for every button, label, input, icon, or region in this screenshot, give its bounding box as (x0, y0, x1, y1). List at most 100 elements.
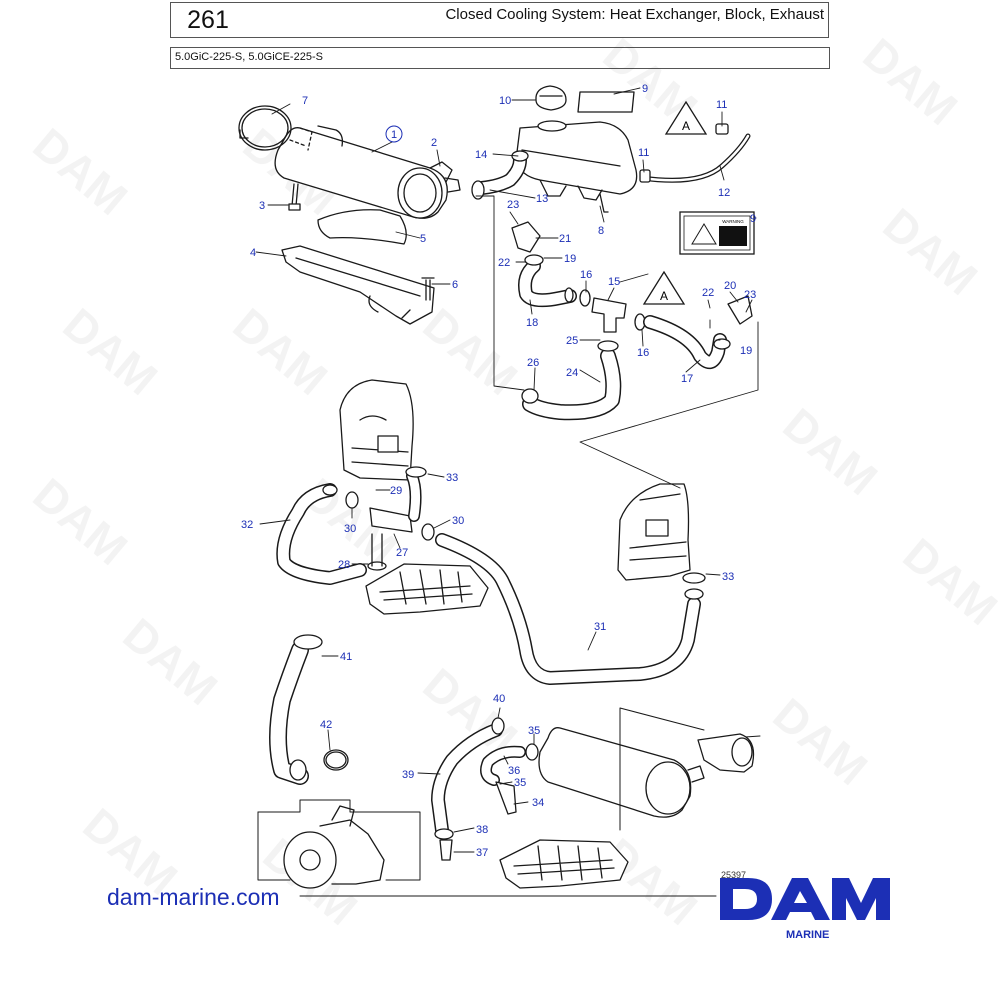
callout-34: 34 (532, 797, 544, 809)
callout-26: 26 (527, 357, 539, 369)
callout-30a: 30 (344, 523, 356, 535)
callout-33a: 33 (446, 472, 458, 484)
callout-38: 38 (476, 824, 488, 836)
warning-label: WARNING (679, 211, 755, 255)
bracket (281, 245, 435, 325)
callout-labels: 7 2 3 4 5 6 10 9 11 11 12 9 8 14 13 23 2… (241, 83, 756, 859)
page-number: 261 (187, 6, 229, 34)
callout-35a: 35 (528, 725, 540, 737)
website-link[interactable]: dam-marine.com (107, 884, 280, 910)
brand-sub: MARINE (786, 929, 830, 941)
exhaust-muffler (538, 727, 705, 818)
callout-13: 13 (536, 193, 548, 205)
callout-16a: 16 (580, 269, 592, 281)
callout-30b: 30 (452, 515, 464, 527)
callout-37: 37 (476, 847, 488, 859)
heat-exchanger (274, 125, 461, 219)
callout-2: 2 (431, 137, 437, 149)
clamp-ring (238, 105, 292, 151)
drawing-id: 25397 (721, 870, 747, 880)
hose-41 (269, 634, 323, 785)
callout-7: 7 (302, 95, 308, 107)
exhaust-manifold-right (617, 483, 691, 581)
clamp-42 (323, 749, 349, 771)
expansion-tank (515, 120, 638, 213)
svg-text:WARNING: WARNING (722, 219, 744, 224)
callout-29: 29 (390, 485, 402, 497)
callout-14: 14 (475, 149, 487, 161)
sticker-9 (577, 91, 635, 113)
callout-24: 24 (566, 367, 578, 379)
callout-11a: 11 (716, 99, 727, 111)
callout-28: 28 (338, 559, 350, 571)
callout-21: 21 (559, 233, 571, 245)
callout-39: 39 (402, 769, 414, 781)
engine-block-bottom (499, 839, 629, 889)
callout-33b: 33 (722, 571, 734, 583)
callout-16b: 16 (637, 347, 649, 359)
callout-22b: 22 (702, 287, 714, 299)
bolt-6 (421, 277, 435, 301)
exhaust-manifold-left (339, 379, 414, 481)
page-title: Closed Cooling System: Heat Exchanger, B… (445, 6, 824, 23)
callout-23b: 23 (744, 289, 756, 301)
marker-triangle-a2: A (642, 270, 686, 305)
frame-line-pump (257, 799, 421, 881)
callout-25: 25 (566, 335, 578, 347)
svg-text:DAM: DAM (764, 688, 878, 795)
callout-11b: 11 (638, 147, 649, 159)
callout-42: 42 (320, 719, 332, 731)
pressure-cap (535, 85, 567, 111)
hose-39 (431, 723, 503, 837)
fitting-27 (369, 507, 413, 533)
callout-36: 36 (508, 765, 520, 777)
callout-22a: 22 (498, 257, 510, 269)
callout-12: 12 (718, 187, 730, 199)
strap (317, 209, 407, 245)
callout-31: 31 (594, 621, 606, 633)
callout-19a: 19 (564, 253, 576, 265)
callout-23a: 23 (507, 199, 519, 211)
svg-text:DAM: DAM (414, 298, 528, 405)
callout-6: 6 (452, 279, 458, 291)
svg-text:DAM: DAM (874, 198, 988, 305)
thermostat-20 (727, 295, 753, 325)
svg-text:1: 1 (391, 129, 397, 141)
callout-5: 5 (420, 233, 426, 245)
svg-text:A: A (682, 119, 690, 133)
callout-17: 17 (681, 373, 693, 385)
callout-41: 41 (340, 651, 352, 663)
callout-35b: 35 (514, 777, 526, 789)
callout-4: 4 (250, 247, 256, 259)
svg-text:DAM: DAM (894, 528, 1000, 635)
water-pump (283, 805, 385, 889)
reference-circle-1: 1 (385, 125, 403, 143)
callout-10: 10 (499, 95, 511, 107)
engine-models: 5.0GiC-225-S, 5.0GiCE-225-S (175, 51, 323, 63)
thermostat-housing (511, 221, 541, 253)
title-box: Closed Cooling System: Heat Exchanger, B… (244, 2, 829, 38)
bolt-3 (288, 183, 301, 211)
svg-text:A: A (660, 289, 668, 303)
marker-triangle-a1: A (664, 100, 708, 135)
connector-line-2 (579, 321, 759, 489)
svg-text:DAM: DAM (24, 118, 138, 225)
svg-text:DAM: DAM (854, 28, 968, 135)
svg-text:DAM: DAM (24, 468, 138, 575)
svg-text:DAM: DAM (774, 398, 888, 505)
callout-9a: 9 (642, 83, 648, 95)
svg-text:DAM: DAM (114, 608, 228, 715)
dam-logo (720, 878, 890, 920)
svg-text:DAM: DAM (224, 298, 338, 405)
callout-20: 20 (724, 280, 736, 292)
callout-8: 8 (598, 225, 604, 237)
svg-text:DAM: DAM (54, 298, 168, 405)
engine-block-top (365, 563, 489, 615)
connector-line-1 (475, 195, 525, 391)
callout-15: 15 (608, 276, 620, 288)
leader-lines (255, 87, 757, 853)
callout-18: 18 (526, 317, 538, 329)
connector-line-3 (619, 273, 649, 283)
t-fitting (591, 297, 627, 333)
